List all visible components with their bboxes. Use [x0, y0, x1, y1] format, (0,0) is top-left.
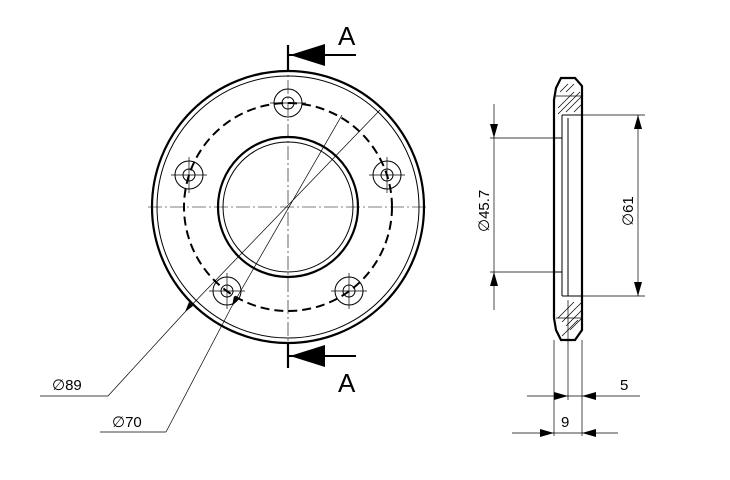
side-outline: [552, 76, 584, 342]
outer-chamfer-circle: [156, 75, 420, 339]
section-label-bottom: A: [338, 368, 356, 398]
side-view: ∅45.7 ∅61 5 9: [476, 76, 645, 437]
section-hatch-top: [557, 83, 583, 115]
bolt-hole-bottom-left: [209, 273, 245, 309]
section-hatch-bottom: [557, 301, 583, 337]
leader-arrow-70: [232, 296, 239, 306]
section-arrow-top: [286, 44, 356, 72]
bolt-hole-right: [369, 157, 405, 193]
leader-arrow-89: [185, 302, 193, 312]
bolt-hole-left: [171, 157, 207, 193]
leader-89-extension: [107, 311, 186, 397]
bolt-circle: [183, 102, 393, 312]
recess-diameter-label: ∅61: [620, 196, 637, 226]
bolt-circle-diameter-label: ∅70: [112, 414, 142, 431]
inner-chamfer-circle: [222, 141, 354, 273]
inner-bore-circle: [216, 135, 360, 279]
step-thickness-label: 5: [620, 377, 628, 394]
bolt-hole-bottom-right: [331, 273, 367, 309]
outer-diameter-label: ∅89: [52, 377, 82, 394]
leader-outer-diameter: [184, 109, 381, 313]
bolt-hole-top: [270, 88, 306, 118]
leader-70-extension: [165, 305, 233, 433]
thickness-label: 9: [561, 414, 569, 431]
front-view: ∅89 ∅70 A A: [40, 21, 428, 433]
leader-bolt-circle: [231, 114, 343, 307]
inner-diameter-label: ∅45.7: [476, 190, 493, 232]
section-label-top: A: [338, 21, 356, 51]
section-arrow-bottom: [286, 342, 356, 368]
